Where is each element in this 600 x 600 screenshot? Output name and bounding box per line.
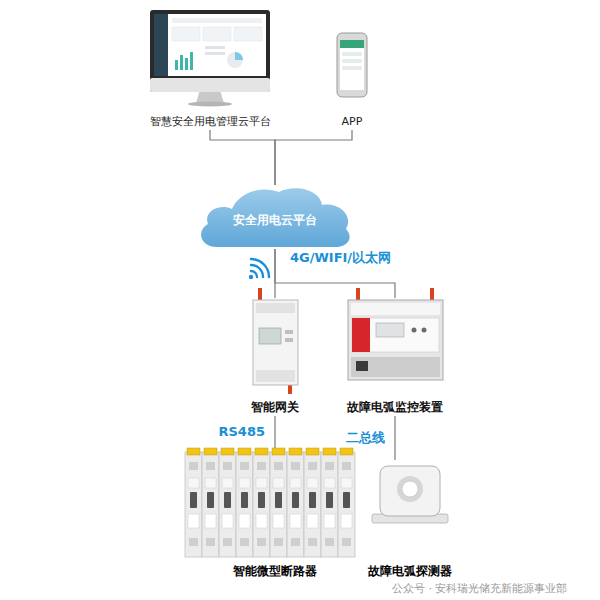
app-row: [342, 59, 362, 63]
bus-label: 二总线: [344, 430, 387, 446]
sensor-body: [380, 466, 440, 516]
breaker-module: [304, 448, 321, 557]
indicator: [412, 328, 417, 333]
monitor-base: [188, 102, 232, 107]
cloud-node: 安全用电云平台: [195, 185, 355, 249]
phone-body: [337, 33, 367, 97]
gateway-node: 智能网关: [235, 298, 315, 416]
node-label: 故障电弧监控装置: [347, 400, 443, 414]
connector-line: [275, 130, 352, 185]
breaker-module: [270, 448, 287, 557]
gateway-button: [285, 330, 293, 334]
app-header: [340, 40, 364, 48]
indicator: [422, 328, 427, 333]
monitor-screen: [154, 14, 266, 76]
breaker-module: [202, 448, 219, 557]
screen-sidebar: [154, 14, 168, 76]
antenna: [288, 385, 292, 394]
connector-line: [210, 130, 275, 185]
screen-header: [172, 18, 262, 23]
sensor-ring: [397, 476, 423, 502]
breaker-node: 智能微型断路器: [180, 448, 370, 580]
chart-bar: [175, 60, 178, 70]
gateway-illustration: [253, 288, 298, 394]
sensor-illustration: [372, 466, 448, 523]
node-label: 智慧安全用电管理云平台: [150, 115, 271, 128]
screen-card: [203, 27, 231, 41]
arc-monitor-display: [376, 323, 404, 337]
node-label: 智能微型断路器: [233, 564, 317, 578]
breaker-module: [338, 448, 355, 557]
monitor-bezel: [150, 10, 270, 92]
breaker-module: [287, 448, 304, 557]
node-label: 智能网关: [251, 400, 299, 414]
breaker-module: [321, 448, 338, 557]
platform-node: 智慧安全用电管理云平台: [140, 6, 280, 130]
sensor-node: 故障电弧探测器: [363, 460, 457, 580]
phone-screen: [340, 40, 364, 90]
arc-monitor-terminal: [351, 303, 440, 315]
phone-illustration: [337, 33, 367, 97]
chart-bar: [190, 52, 193, 70]
gateway-body: [253, 300, 298, 385]
gateway-lcd: [259, 328, 281, 344]
chart-ring: [227, 52, 243, 68]
screen-row: [205, 52, 225, 55]
monitor-illustration: [150, 10, 270, 107]
breaker-module: [253, 448, 270, 557]
arc-monitor-body: [348, 300, 443, 380]
terminal-port: [356, 361, 368, 371]
breaker-module: [236, 448, 253, 557]
node-label: APP: [342, 115, 363, 128]
screen-card: [172, 27, 200, 41]
wifi-icon: [249, 259, 269, 279]
chart-bar: [185, 58, 188, 70]
gateway-terminal: [256, 303, 295, 313]
app-row: [342, 66, 362, 70]
connector-line: [274, 416, 275, 448]
arc-monitor-node: 故障电弧监控装置: [340, 298, 450, 416]
connector-line: [394, 416, 395, 460]
connector-line: [275, 249, 395, 298]
network-label: 4G/WIFI/以太网: [290, 250, 391, 266]
wifi-arc: [251, 265, 263, 277]
antenna: [258, 288, 262, 300]
sensor-hole: [402, 481, 418, 497]
bus-label: RS485: [216, 424, 267, 440]
antenna: [430, 288, 434, 300]
gateway-terminal: [256, 370, 295, 382]
wifi-arc: [251, 259, 269, 277]
gateway-button: [285, 338, 293, 342]
node-label: 安全用电云平台: [233, 213, 317, 227]
screen-card: [234, 27, 262, 41]
wifi-dot: [249, 275, 253, 279]
arc-monitor-panel: [352, 318, 439, 352]
app-node: APP: [322, 30, 382, 130]
screen-row: [205, 46, 225, 49]
app-row: [342, 52, 362, 56]
breaker-illustration: [185, 448, 355, 557]
arc-monitor-terminal: [351, 357, 440, 377]
brand-band: [352, 318, 370, 352]
arc-monitor-illustration: [348, 288, 443, 380]
antenna: [356, 288, 360, 300]
watermark: 公众号 · 安科瑞光储充新能源事业部: [392, 582, 568, 595]
cloud-outline: [201, 188, 350, 247]
breaker-module: [219, 448, 236, 557]
chart-bar: [180, 55, 183, 70]
chart-slice: [235, 52, 243, 60]
node-label: 故障电弧探测器: [368, 564, 452, 578]
wifi-arc: [251, 271, 257, 277]
monitor-chin: [150, 78, 270, 92]
breaker-module: [185, 448, 202, 557]
